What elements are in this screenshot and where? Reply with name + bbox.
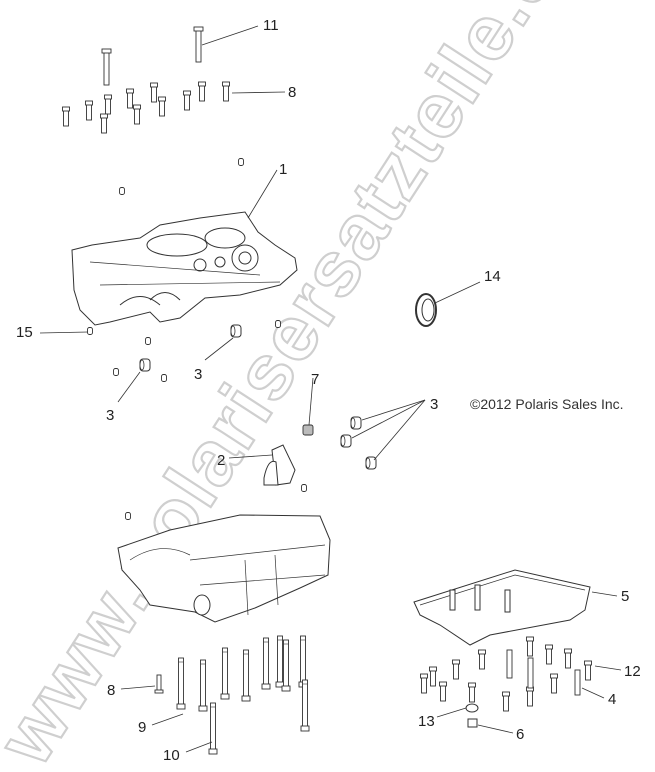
callout-12: 12 xyxy=(624,663,641,680)
washer-13 xyxy=(465,703,479,713)
callout-1: 1 xyxy=(279,161,288,178)
callout-15: 15 xyxy=(16,324,33,341)
drain-plug-6 xyxy=(467,718,478,728)
callout-10: 10 xyxy=(163,747,180,764)
pan-bolt-group xyxy=(420,636,592,712)
bolt-group-8-top xyxy=(62,81,230,134)
callout-14: 14 xyxy=(484,268,501,285)
callout-9: 9 xyxy=(138,719,147,736)
callout-8-top: 8 xyxy=(288,84,297,101)
leader-lines xyxy=(39,25,622,753)
bolt-top-long xyxy=(101,26,204,86)
seal-14 xyxy=(415,293,437,327)
callout-11: 11 xyxy=(263,17,279,34)
bolt-8-lower xyxy=(154,674,164,694)
callout-5: 5 xyxy=(621,588,630,605)
upper-crankcase xyxy=(71,211,298,326)
callout-6: 6 xyxy=(516,726,525,743)
callout-13: 13 xyxy=(418,713,435,730)
lower-crankcase xyxy=(117,514,331,623)
copyright-notice: ©2012 Polaris Sales Inc. xyxy=(470,396,624,412)
oil-pan xyxy=(413,569,591,646)
part-2 xyxy=(263,444,296,486)
callout-3-c: 3 xyxy=(430,396,439,413)
bolt-group-9 xyxy=(176,635,310,732)
callout-3-b: 3 xyxy=(106,407,115,424)
callout-3-a: 3 xyxy=(194,366,203,383)
bolt-10 xyxy=(208,702,218,755)
part-7 xyxy=(302,424,314,436)
pan-bolt-long xyxy=(506,649,581,696)
callout-4: 4 xyxy=(608,691,617,708)
callout-7: 7 xyxy=(311,371,320,388)
callout-8-bottom: 8 xyxy=(107,682,116,699)
callout-2: 2 xyxy=(217,452,226,469)
